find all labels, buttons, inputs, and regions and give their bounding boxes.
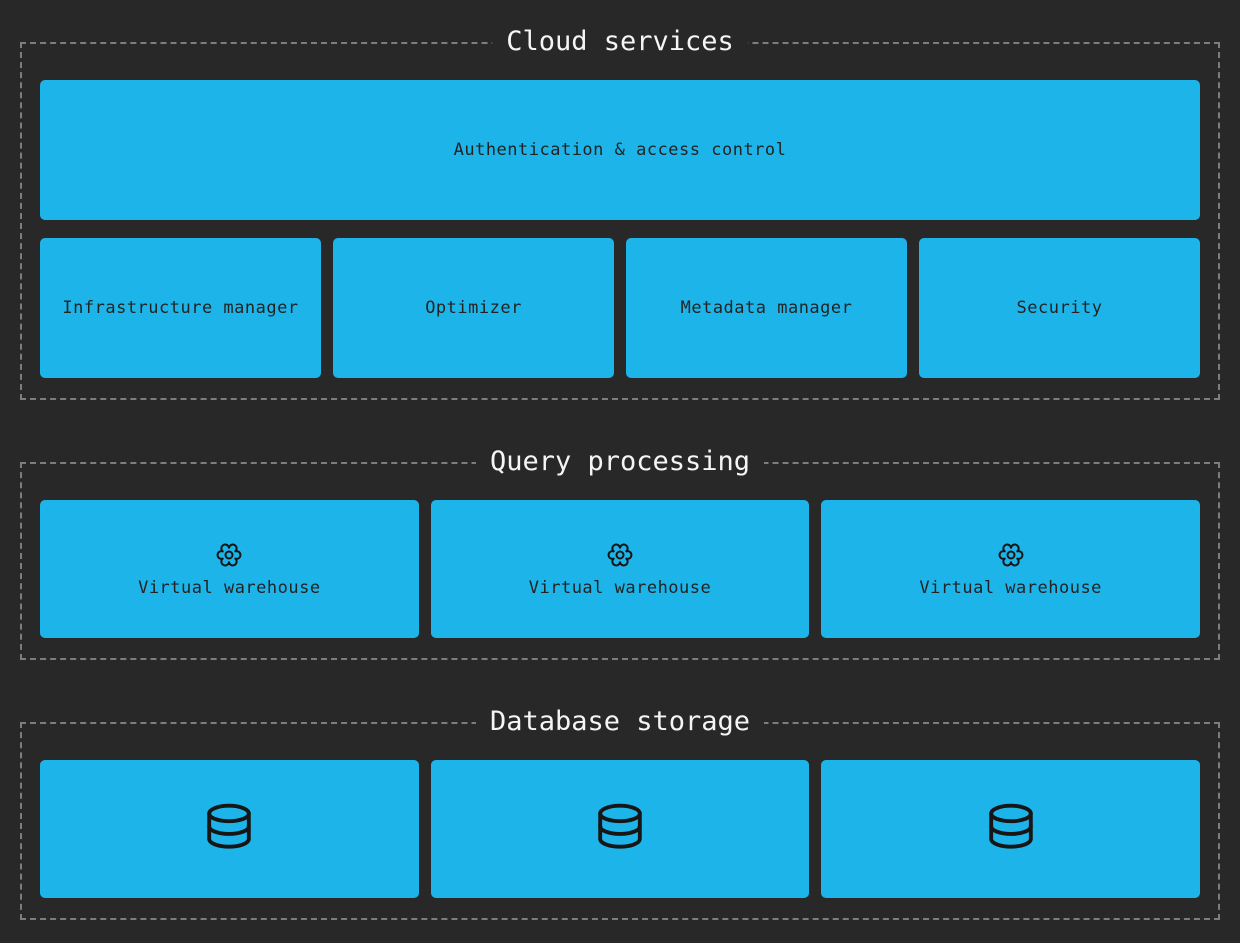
section-title-database-storage: Database storage xyxy=(475,702,765,742)
optimizer-label: Optimizer xyxy=(425,298,522,318)
virtual-warehouse-box: Virtual warehouse xyxy=(40,500,419,638)
gear-icon xyxy=(997,541,1025,569)
query-processing-row: Virtual warehouse Virtual warehouse xyxy=(40,500,1201,638)
metadata-manager-box: Metadata manager xyxy=(626,238,907,378)
infrastructure-manager-label: Infrastructure manager xyxy=(62,298,299,318)
database-storage-row xyxy=(40,760,1201,898)
database-icon xyxy=(594,801,646,857)
virtual-warehouse-box: Virtual warehouse xyxy=(430,500,810,638)
metadata-manager-label: Metadata manager xyxy=(680,298,853,318)
section-title-cloud-services: Cloud services xyxy=(492,22,748,62)
section-cloud-services: Cloud services Authentication & access c… xyxy=(20,22,1220,400)
database-box xyxy=(430,760,810,898)
virtual-warehouse-label: Virtual warehouse xyxy=(138,577,321,598)
gear-icon xyxy=(215,541,243,569)
database-box xyxy=(40,760,419,898)
security-label: Security xyxy=(1016,298,1103,318)
virtual-warehouse-box: Virtual warehouse xyxy=(821,500,1201,638)
database-icon xyxy=(203,801,255,857)
database-box xyxy=(821,760,1201,898)
security-box: Security xyxy=(919,238,1200,378)
virtual-warehouse-label: Virtual warehouse xyxy=(528,577,712,598)
database-icon xyxy=(985,801,1037,857)
section-query-processing: Query processing Virtual warehouse xyxy=(20,442,1220,660)
auth-access-control-box: Authentication & access control xyxy=(40,80,1200,220)
cloud-services-row: Infrastructure manager Optimizer Metadat… xyxy=(40,238,1200,378)
section-title-query-processing: Query processing xyxy=(475,442,765,482)
auth-access-control-label: Authentication & access control xyxy=(453,140,787,160)
optimizer-box: Optimizer xyxy=(333,238,614,378)
infrastructure-manager-box: Infrastructure manager xyxy=(40,238,321,378)
virtual-warehouse-label: Virtual warehouse xyxy=(919,577,1102,598)
gear-icon xyxy=(606,541,634,569)
section-database-storage: Database storage xyxy=(20,702,1220,920)
